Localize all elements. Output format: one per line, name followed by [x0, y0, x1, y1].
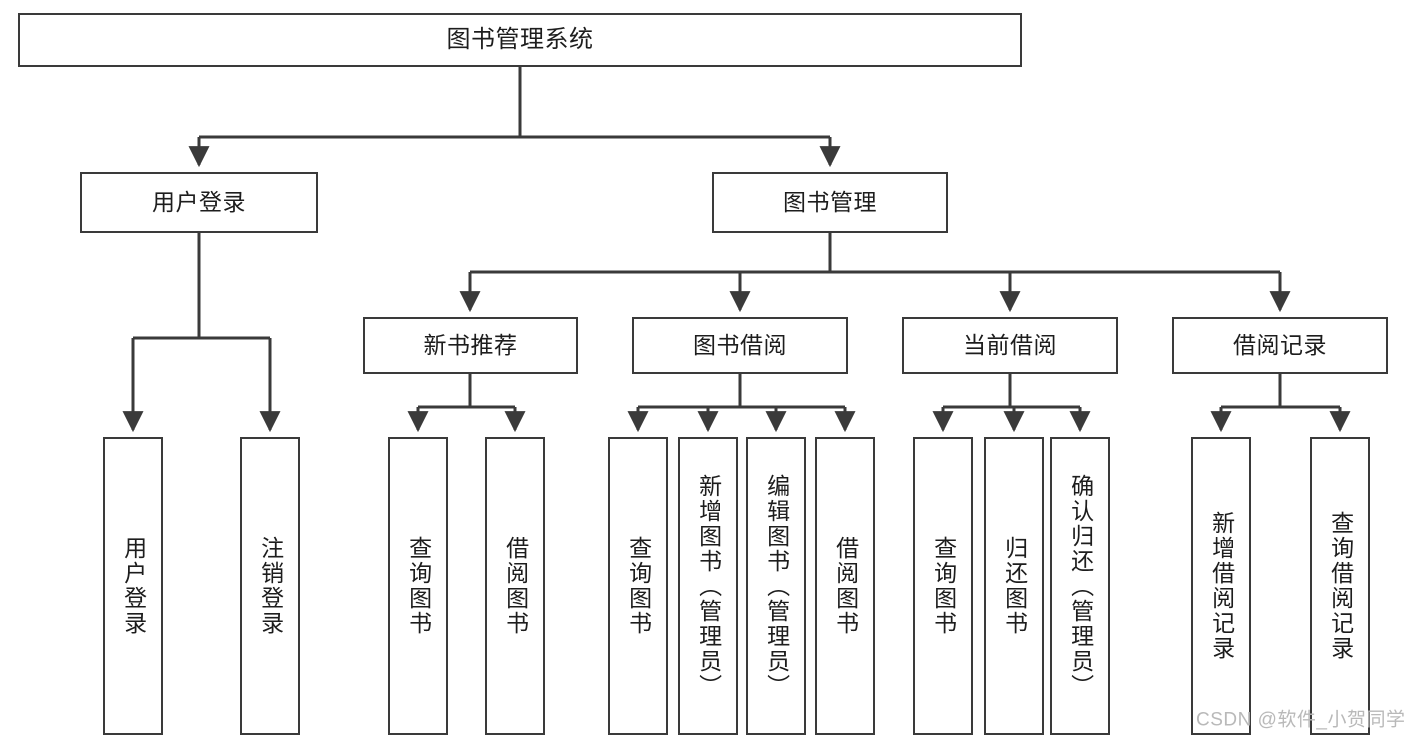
node-leaf-query-book-3-label: 查询图书 [930, 536, 957, 636]
node-new-book-rec[interactable]: 新书推荐 [363, 317, 578, 374]
node-leaf-query-record-label: 查询借阅记录 [1327, 511, 1354, 661]
node-leaf-confirm-return[interactable]: 确认归还（管理员） [1050, 437, 1110, 735]
node-leaf-return-book[interactable]: 归还图书 [984, 437, 1044, 735]
node-book-borrow-label: 图书借阅 [693, 331, 787, 358]
node-book-borrow[interactable]: 图书借阅 [632, 317, 848, 374]
node-leaf-add-record[interactable]: 新增借阅记录 [1191, 437, 1251, 735]
node-leaf-query-book-1[interactable]: 查询图书 [388, 437, 448, 735]
node-leaf-add-book[interactable]: 新增图书（管理员） [678, 437, 738, 735]
node-root[interactable]: 图书管理系统 [18, 13, 1022, 67]
node-user-login-label: 用户登录 [152, 188, 246, 215]
node-leaf-return-book-label: 归还图书 [1001, 536, 1028, 636]
node-borrow-record-label: 借阅记录 [1233, 331, 1327, 358]
node-book-manage[interactable]: 图书管理 [712, 172, 948, 233]
node-book-manage-label: 图书管理 [783, 188, 877, 215]
node-borrow-record[interactable]: 借阅记录 [1172, 317, 1388, 374]
node-leaf-query-book-1-label: 查询图书 [405, 536, 432, 636]
node-leaf-borrow-book-2[interactable]: 借阅图书 [815, 437, 875, 735]
node-leaf-query-book-2[interactable]: 查询图书 [608, 437, 668, 735]
node-leaf-add-book-label: 新增图书（管理员） [695, 473, 722, 699]
node-leaf-user-login-label: 用户登录 [120, 536, 147, 636]
node-leaf-borrow-book-1-label: 借阅图书 [502, 536, 529, 636]
node-current-borrow[interactable]: 当前借阅 [902, 317, 1118, 374]
node-leaf-borrow-book-2-label: 借阅图书 [832, 536, 859, 636]
csdn-watermark: CSDN @软件_小贺同学 [1196, 709, 1405, 731]
node-new-book-rec-label: 新书推荐 [423, 331, 518, 358]
node-current-borrow-label: 当前借阅 [963, 331, 1057, 358]
node-leaf-user-login[interactable]: 用户登录 [103, 437, 163, 735]
node-leaf-edit-book-label: 编辑图书（管理员） [763, 473, 790, 699]
node-leaf-confirm-return-label: 确认归还（管理员） [1067, 473, 1094, 699]
node-user-login[interactable]: 用户登录 [80, 172, 318, 233]
node-leaf-borrow-book-1[interactable]: 借阅图书 [485, 437, 545, 735]
node-leaf-query-record[interactable]: 查询借阅记录 [1310, 437, 1370, 735]
node-leaf-logout-label: 注销登录 [257, 536, 284, 636]
node-leaf-edit-book[interactable]: 编辑图书（管理员） [746, 437, 806, 735]
node-leaf-query-book-3[interactable]: 查询图书 [913, 437, 973, 735]
node-leaf-logout[interactable]: 注销登录 [240, 437, 300, 735]
node-leaf-query-book-2-label: 查询图书 [625, 536, 652, 636]
node-leaf-add-record-label: 新增借阅记录 [1208, 511, 1235, 661]
node-root-label: 图书管理系统 [446, 25, 594, 53]
